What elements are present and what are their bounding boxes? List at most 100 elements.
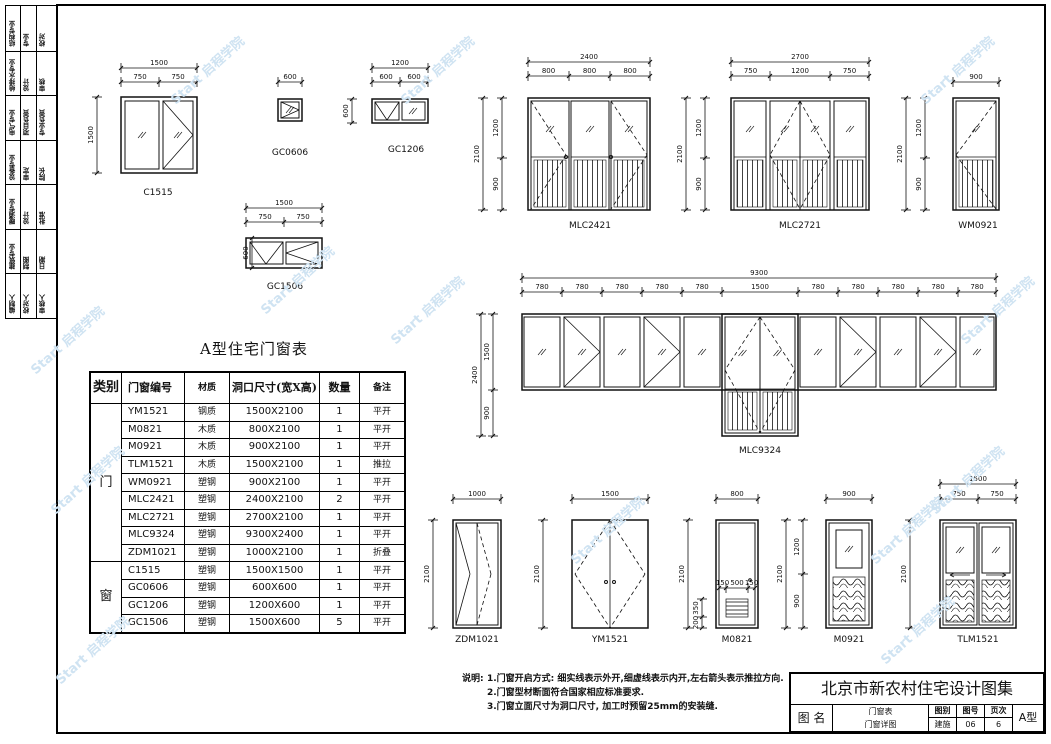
bar-infill (736, 159, 764, 208)
drawing-rect (959, 316, 995, 388)
drawing-line (285, 241, 319, 254)
col-header-material: 材质 (184, 371, 231, 404)
dimension-text: 900 (483, 406, 491, 419)
drawing-line (955, 546, 962, 554)
dimension-text: 750 (296, 213, 309, 221)
cell-quantity: 2 (318, 490, 360, 510)
cell-quantity: 1 (318, 543, 360, 563)
drawing-line (1013, 481, 1019, 487)
drawing-rect (759, 316, 796, 434)
drawing-line (94, 94, 100, 100)
drawing-line (540, 625, 546, 631)
drawing-rect (603, 316, 641, 388)
drawing-line (530, 100, 567, 156)
dimension-text: 750 (744, 67, 757, 75)
drawing-line (835, 289, 841, 295)
cell-quantity: 1 (318, 420, 360, 440)
dimension-text: 900 (695, 177, 703, 190)
dimension-text: 750 (171, 73, 184, 81)
drawing-line (679, 289, 685, 295)
cell-quantity: 1 (318, 455, 360, 475)
dimension-text: 800 (542, 67, 555, 75)
drawing-line (498, 496, 504, 502)
cell-code: GC0606 (121, 578, 186, 598)
drawing-line (525, 73, 531, 79)
cell-code: GC1206 (121, 596, 186, 616)
drawing-rect (280, 101, 300, 119)
title-block: 北京市新农村住宅设计图集 图 名 门窗表 门窗详图 图别 建施 图号 06 页次… (789, 672, 1045, 733)
dimension-text: 800 (583, 67, 596, 75)
drawing-rect (833, 100, 867, 211)
vent-louver (725, 598, 749, 618)
drawing-line (713, 496, 719, 502)
drawing-rect (523, 316, 561, 388)
drawing-line (827, 73, 833, 79)
drawing-line (752, 585, 758, 591)
drawing-line (697, 348, 704, 356)
col-header-code: 门窗编号 (121, 371, 186, 404)
drawing-line (563, 351, 601, 388)
drawing-line (955, 100, 997, 156)
drawing-line (118, 65, 124, 71)
cell-material: 钢质 (184, 403, 231, 422)
drawing-line (875, 289, 881, 295)
drawing-line (866, 59, 872, 65)
dimension-text: 750 (990, 490, 1003, 498)
drawing-line (645, 496, 651, 502)
cell-size: 900X2100 (229, 438, 320, 457)
elevation-label: TLM1521 (956, 635, 998, 645)
drawing-line (993, 275, 999, 281)
drawing-line (738, 349, 744, 357)
drawing-line (996, 79, 1002, 85)
drawing-line (288, 106, 295, 114)
drawing-line (773, 349, 779, 357)
drawing-line (480, 207, 486, 213)
drawing-category-value: 建施 (934, 720, 951, 729)
drawing-line (974, 125, 981, 133)
drawing-line (249, 235, 255, 241)
door-knob (609, 155, 613, 159)
drawing-line (869, 496, 875, 502)
dimension-text: 1500 (751, 283, 769, 291)
drawing-line (94, 170, 100, 176)
cell-material: 塑钢 (184, 490, 231, 510)
drawing-rect (683, 316, 721, 388)
table-header-row: 类别 门窗编号 材质 洞口尺寸(宽X高) 数量 备注 (89, 371, 406, 404)
elevation-label: M0821 (722, 635, 753, 645)
dimension-text: 1500 (150, 59, 168, 67)
note-line: 2.门窗型材断面符合国家相应标准要求. (487, 688, 645, 698)
drawing-line (243, 205, 249, 211)
dimension-text: 750 (258, 213, 271, 221)
dimension-text: 780 (575, 283, 588, 291)
dimension-text: 1500 (87, 126, 95, 144)
dimension-text: 900 (793, 594, 801, 607)
cell-material: 塑钢 (184, 508, 231, 528)
dimension-text: 800 (623, 67, 636, 75)
dimension-text: 600 (379, 73, 392, 81)
drawing-rect (371, 98, 429, 124)
drawing-line (795, 289, 801, 295)
strip-col-1 (6, 6, 21, 318)
cell-remark: 平开 (358, 526, 406, 545)
drawing-line (610, 154, 648, 210)
drawing-line (702, 207, 708, 213)
dimension-text: 1500 (275, 199, 293, 207)
drawing-line (480, 95, 486, 101)
strip-cell-text: 暖通专业 (9, 198, 17, 225)
drawing-line (907, 517, 913, 523)
dimension-text: 1200 (492, 119, 500, 137)
drawing-line (249, 265, 255, 271)
cell-code: M0821 (121, 420, 186, 440)
drawing-line (647, 73, 653, 79)
drawing-line (769, 154, 801, 210)
drawing-line (971, 125, 978, 133)
drawing-line (724, 316, 761, 371)
